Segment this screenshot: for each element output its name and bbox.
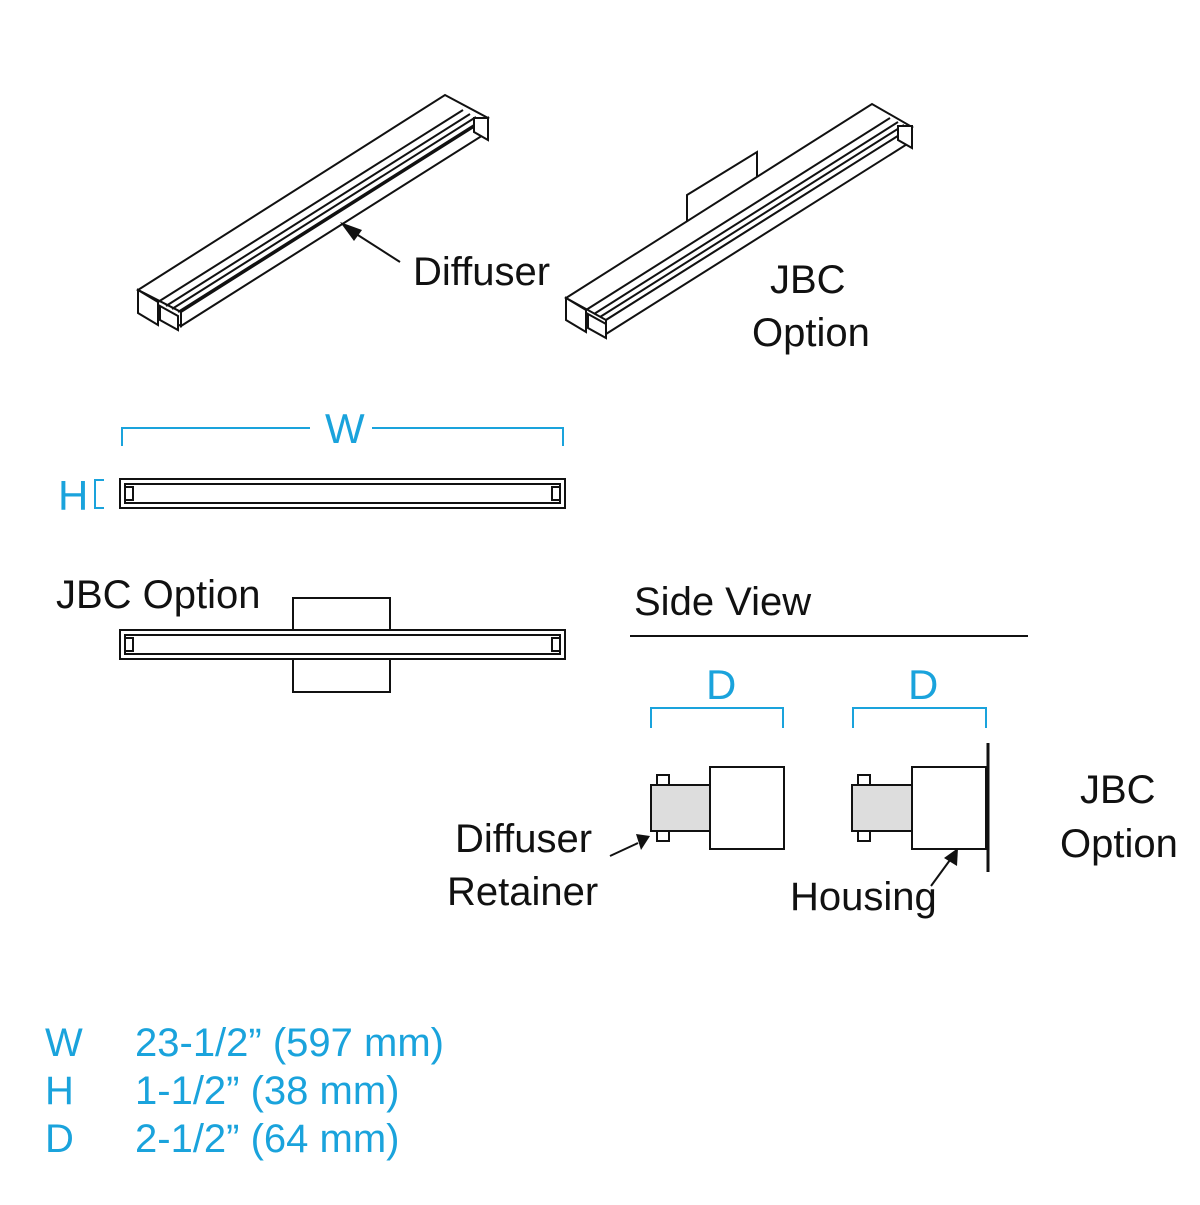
side-jbc-diffuser: [851, 784, 914, 832]
spec-value-d: 2-1/2” (64 mm): [135, 1117, 400, 1161]
width-dim-left: [121, 427, 310, 446]
diffuser-leader-line: [349, 229, 401, 263]
jbc-front-label: JBC Option: [56, 573, 261, 617]
iso-jbc-end-clip: [587, 312, 607, 340]
iso-diffuser-edge-3: [171, 116, 477, 310]
retainer-label-line2: Retainer: [447, 870, 598, 914]
front-elevation: [119, 478, 566, 509]
iso-jbc-side: [605, 125, 913, 336]
iso-fixture-far-endcap: [473, 117, 489, 142]
iso-jbc-edge-1: [585, 117, 891, 311]
jbc-top-label-line1: JBC: [770, 258, 846, 302]
diffuser-label: Diffuser: [413, 250, 550, 294]
depth-dimension-right: D: [852, 661, 987, 728]
spec-key-h: H: [45, 1069, 74, 1113]
iso-fixture-jbc: [564, 102, 914, 340]
height-dim-bracket: [94, 479, 104, 509]
spec-key-w: W: [45, 1021, 83, 1065]
width-dimension: W: [121, 405, 564, 452]
housing-arrowhead: [944, 848, 958, 866]
depth-dim-right-bracket: [852, 707, 987, 728]
iso-jbc-edge-3: [599, 124, 905, 318]
spec-key-d: D: [45, 1117, 74, 1161]
side-std-housing: [709, 766, 785, 850]
iso-jbc-edge-2: [593, 121, 899, 315]
depth-dim-left-label: D: [706, 661, 736, 708]
jbc-front-elevation: [119, 597, 566, 693]
iso-diffuser-edge-4: [177, 119, 483, 313]
jbc-side-label-line1: JBC: [1080, 768, 1156, 812]
iso-fixture-endcap: [137, 288, 159, 327]
side-std-diffuser: [650, 784, 712, 832]
height-dim-label: H: [58, 472, 88, 519]
jbc-front-endcap-right: [551, 637, 561, 652]
front-endcap-right: [551, 486, 561, 501]
housing-leader-line: [930, 859, 951, 887]
retainer-leader: [609, 834, 650, 857]
iso-diffuser-edge-1: [157, 109, 464, 303]
diffuser-arrowhead: [340, 222, 362, 241]
side-jbc-housing: [911, 766, 987, 850]
depth-dim-left-bracket: [650, 707, 784, 728]
width-dim-label: W: [325, 405, 365, 452]
iso-fixture-end-clip: [159, 304, 179, 332]
iso-fixture-side: [180, 116, 489, 328]
depth-dimension-left: D: [650, 661, 784, 728]
spec-value-h: 1-1/2” (38 mm): [135, 1069, 400, 1113]
spec-list: W 23-1/2” (597 mm) H 1-1/2” (38 mm) D 2-…: [45, 1021, 444, 1161]
iso-jbc-far-endcap: [897, 125, 913, 150]
width-dim-right: [372, 427, 564, 446]
retainer-arrowhead: [636, 834, 650, 850]
spec-value-w: 23-1/2” (597 mm): [135, 1021, 444, 1065]
front-endcap-left: [124, 486, 134, 501]
retainer-leader-line: [609, 842, 639, 857]
housing-leader: [930, 848, 958, 887]
iso-diffuser-edge-2: [165, 113, 471, 307]
side-view-title: Side View: [634, 580, 811, 624]
side-profile-jbc: [851, 743, 990, 872]
depth-dim-right-label: D: [908, 661, 938, 708]
housing-label: Housing: [790, 875, 937, 919]
jbc-side-label-line2: Option: [1060, 822, 1178, 866]
jbc-front-endcap-left: [124, 637, 134, 652]
side-profile-standard: [650, 766, 785, 850]
jbc-top-label-line2: Option: [752, 311, 870, 355]
retainer-label-line1: Diffuser: [455, 817, 592, 861]
iso-fixture: [135, 93, 490, 332]
diffuser-leader: [340, 222, 401, 263]
iso-jbc-endcap: [565, 296, 587, 334]
height-dimension: H: [58, 472, 104, 519]
